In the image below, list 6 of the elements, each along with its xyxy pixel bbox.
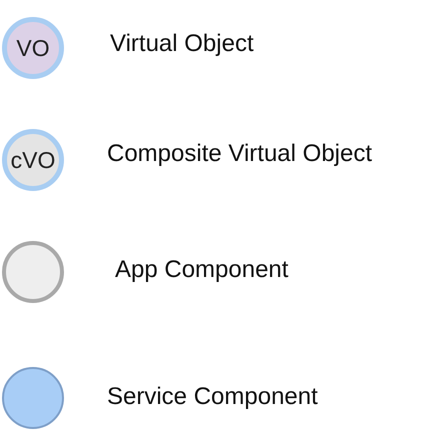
legend-description: Service Component xyxy=(107,383,318,411)
abbreviation-label: VO xyxy=(16,34,50,62)
legend-description: App Component xyxy=(115,256,288,284)
abbreviation-label: cVO xyxy=(10,146,56,174)
legend-description: Virtual Object xyxy=(110,30,254,58)
legend-description: Composite Virtual Object xyxy=(107,140,372,168)
